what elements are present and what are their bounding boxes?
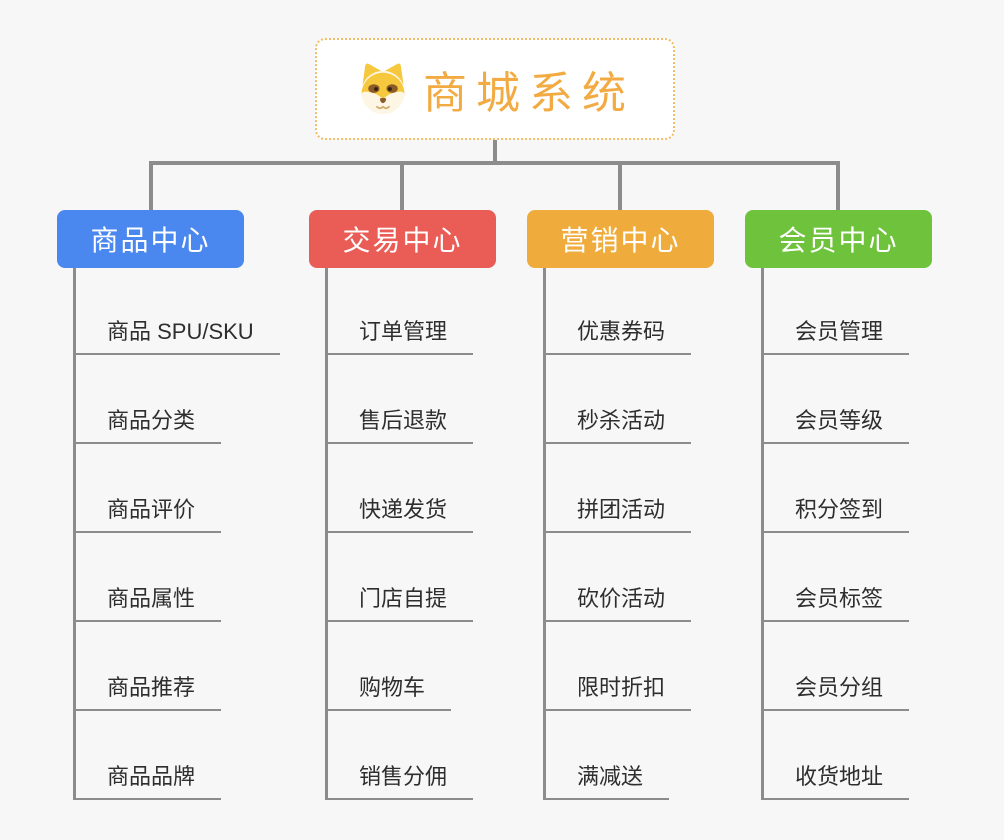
leaf-label: 商品推荐 [73,670,222,711]
leaf-node[interactable]: 会员标签 [761,533,910,622]
leaf-label: 砍价活动 [543,581,692,622]
connector-drop-product [149,161,153,210]
leaf-label: 商品品牌 [73,759,222,800]
leaf-node[interactable]: 砍价活动 [543,533,692,622]
connector-root-drop [493,140,497,165]
branch-trunk [325,268,328,800]
branch-trunk [761,268,764,800]
leaf-label: 商品 SPU/SKU [73,314,280,355]
leaf-label: 会员管理 [761,314,910,355]
leaf-node[interactable]: 会员等级 [761,355,910,444]
leaf-label: 收货地址 [761,759,910,800]
leaf-label: 快递发货 [325,492,474,533]
leaf-label: 满减送 [543,759,670,800]
branch-header-marketing-center[interactable]: 营销中心 [527,210,714,268]
leaf-node[interactable]: 销售分佣 [325,711,474,800]
branch-trunk [73,268,76,800]
leaf-node[interactable]: 商品 SPU/SKU [73,266,280,355]
leaf-node[interactable]: 商品评价 [73,444,280,533]
leaf-node[interactable]: 商品分类 [73,355,280,444]
leaf-label: 积分签到 [761,492,910,533]
connector-drop-trade [400,161,404,210]
leaf-node[interactable]: 快递发货 [325,444,474,533]
leaf-node[interactable]: 商品推荐 [73,622,280,711]
leaf-node[interactable]: 拼团活动 [543,444,692,533]
leaf-node[interactable]: 积分签到 [761,444,910,533]
branch-member-center: 会员中心 会员管理 会员等级 积分签到 会员标签 会员分组 收货地址 [745,210,932,800]
branch-product-center: 商品中心 商品 SPU/SKU 商品分类 商品评价 商品属性 商品推荐 商品品牌 [57,210,280,800]
branch-marketing-center: 营销中心 优惠券码 秒杀活动 拼团活动 砍价活动 限时折扣 满减送 [527,210,714,800]
leaf-label: 会员分组 [761,670,910,711]
leaf-node[interactable]: 秒杀活动 [543,355,692,444]
leaf-label: 限时折扣 [543,670,692,711]
leaf-label: 订单管理 [325,314,474,355]
leaf-node[interactable]: 优惠券码 [543,266,692,355]
leaf-label: 销售分佣 [325,759,474,800]
leaf-node[interactable]: 限时折扣 [543,622,692,711]
leaf-node[interactable]: 售后退款 [325,355,474,444]
leaf-label: 商品属性 [73,581,222,622]
connector-drop-member [836,161,840,210]
leaf-label: 会员标签 [761,581,910,622]
root-title: 商城系统 [423,69,635,118]
dog-face-icon [361,63,405,115]
leaf-label: 购物车 [325,670,452,711]
leaf-label: 会员等级 [761,403,910,444]
leaf-label: 拼团活动 [543,492,692,533]
branch-header-member-center[interactable]: 会员中心 [745,210,932,268]
leaf-node[interactable]: 订单管理 [325,266,474,355]
root-node[interactable]: 商城系统 [315,38,675,140]
leaf-node[interactable]: 收货地址 [761,711,910,800]
leaf-node[interactable]: 商品属性 [73,533,280,622]
leaf-label: 商品评价 [73,492,222,533]
leaf-node[interactable]: 购物车 [325,622,473,711]
leaf-node[interactable]: 会员管理 [761,266,910,355]
leaf-node[interactable]: 商品品牌 [73,711,280,800]
leaf-label: 秒杀活动 [543,403,692,444]
leaf-label: 商品分类 [73,403,222,444]
leaf-label: 售后退款 [325,403,474,444]
connector-rail [149,161,840,165]
branch-trade-center: 交易中心 订单管理 售后退款 快递发货 门店自提 购物车 销售分佣 [309,210,496,800]
leaf-node[interactable]: 满减送 [543,711,691,800]
branch-header-product-center[interactable]: 商品中心 [57,210,244,268]
leaf-node[interactable]: 会员分组 [761,622,910,711]
leaf-label: 门店自提 [325,581,474,622]
branch-trunk [543,268,546,800]
connector-drop-marketing [618,161,622,210]
leaf-node[interactable]: 门店自提 [325,533,474,622]
leaf-label: 优惠券码 [543,314,692,355]
branch-header-trade-center[interactable]: 交易中心 [309,210,496,268]
